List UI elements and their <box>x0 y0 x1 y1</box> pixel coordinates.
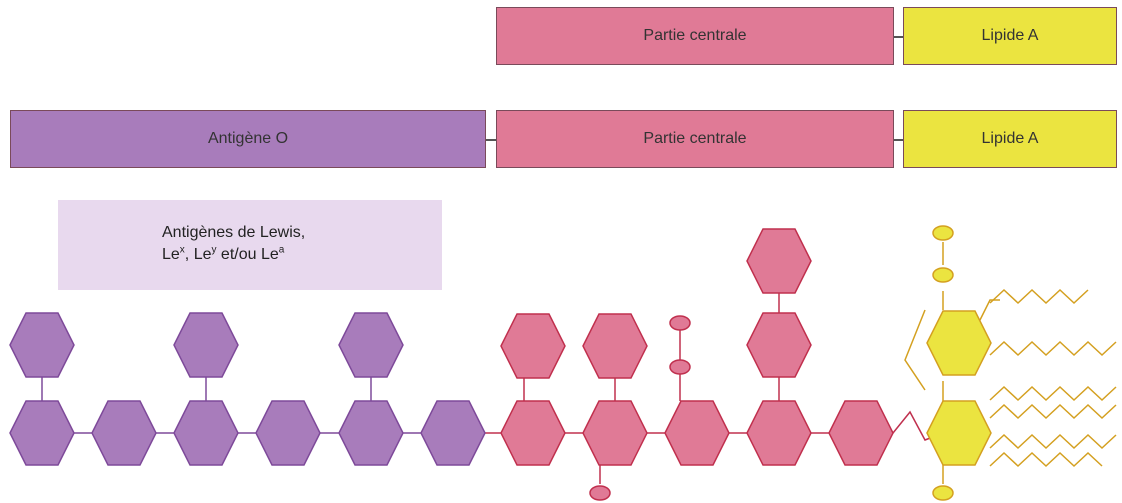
core-sugar <box>664 400 730 466</box>
lewis-le2-base: Le <box>193 246 212 263</box>
connector-core-lipid-row1 <box>894 36 903 38</box>
lewis-line1: Antigènes de Lewis, <box>162 224 306 241</box>
antigen-o-box: Antigène O <box>10 110 486 168</box>
fatty-acid-chain <box>989 385 1117 402</box>
lewis-antigen-box: Antigènes de Lewis, Lex, Ley et/ou Lea <box>58 200 442 290</box>
fatty-acid-chain <box>989 451 1103 468</box>
fatty-acid-chain <box>989 403 1117 420</box>
core-sugar <box>500 400 566 466</box>
antigen-o-sugar <box>420 400 486 466</box>
antigen-o-sugar <box>173 400 239 466</box>
lipid-label-row2: Lipide A <box>981 130 1039 147</box>
phosphate-group <box>589 485 611 501</box>
core-branch-sugar <box>746 228 812 294</box>
lipid-side-bond <box>904 309 926 391</box>
fatty-acid-chain <box>989 433 1117 450</box>
phosphate-group <box>669 359 691 375</box>
lewis-le3-base: Le <box>260 246 279 263</box>
antigen-o-branch-sugar <box>173 312 239 378</box>
core-sugar <box>582 400 648 466</box>
core-sugar <box>828 400 894 466</box>
lipid-phosphate-bottom <box>932 485 954 501</box>
lewis-le2-sup: y <box>211 244 217 256</box>
phosphate-group <box>669 315 691 331</box>
antigen-o-sugar <box>9 400 75 466</box>
lipid-box-row1: Lipide A <box>903 7 1117 65</box>
lewis-sep1: , <box>184 246 194 263</box>
core-branch-sugar <box>746 312 812 378</box>
core-box-row2: Partie centrale <box>496 110 894 168</box>
lewis-le3-sup: a <box>278 244 285 256</box>
connector-antigen-core <box>486 139 496 141</box>
lipid-a-sugar <box>926 400 992 466</box>
lewis-line2: Lex, Ley et/ou Lea <box>162 244 305 266</box>
fatty-acid-chain <box>989 340 1117 357</box>
core-box-row1: Partie centrale <box>496 7 894 65</box>
antigen-o-sugar <box>255 400 321 466</box>
core-label-row1: Partie centrale <box>643 27 747 44</box>
antigen-o-label: Antigène O <box>207 130 289 147</box>
antigen-o-sugar <box>91 400 157 466</box>
lipid-phosphate-top <box>932 225 954 241</box>
lipid-box-row2: Lipide A <box>903 110 1117 168</box>
fatty-acid-chain <box>989 288 1089 305</box>
lewis-antigen-text: Antigènes de Lewis, Lex, Ley et/ou Lea <box>162 222 305 266</box>
core-branch-sugar <box>500 313 566 379</box>
core-sugar <box>746 400 812 466</box>
lipid-a-sugar <box>926 310 992 376</box>
lewis-le1-sup: x <box>179 244 185 256</box>
core-branch-sugar <box>582 313 648 379</box>
lewis-sep2: et/ou <box>216 246 261 263</box>
core-label-row2: Partie centrale <box>643 130 747 147</box>
antigen-o-branch-sugar <box>9 312 75 378</box>
antigen-o-branch-sugar <box>338 312 404 378</box>
lipid-phosphate-upper <box>932 267 954 283</box>
connector-core-lipid-row2 <box>894 139 903 141</box>
lewis-le1-base: Le <box>162 246 180 263</box>
antigen-o-sugar <box>338 400 404 466</box>
lipid-label-row1: Lipide A <box>981 27 1039 44</box>
